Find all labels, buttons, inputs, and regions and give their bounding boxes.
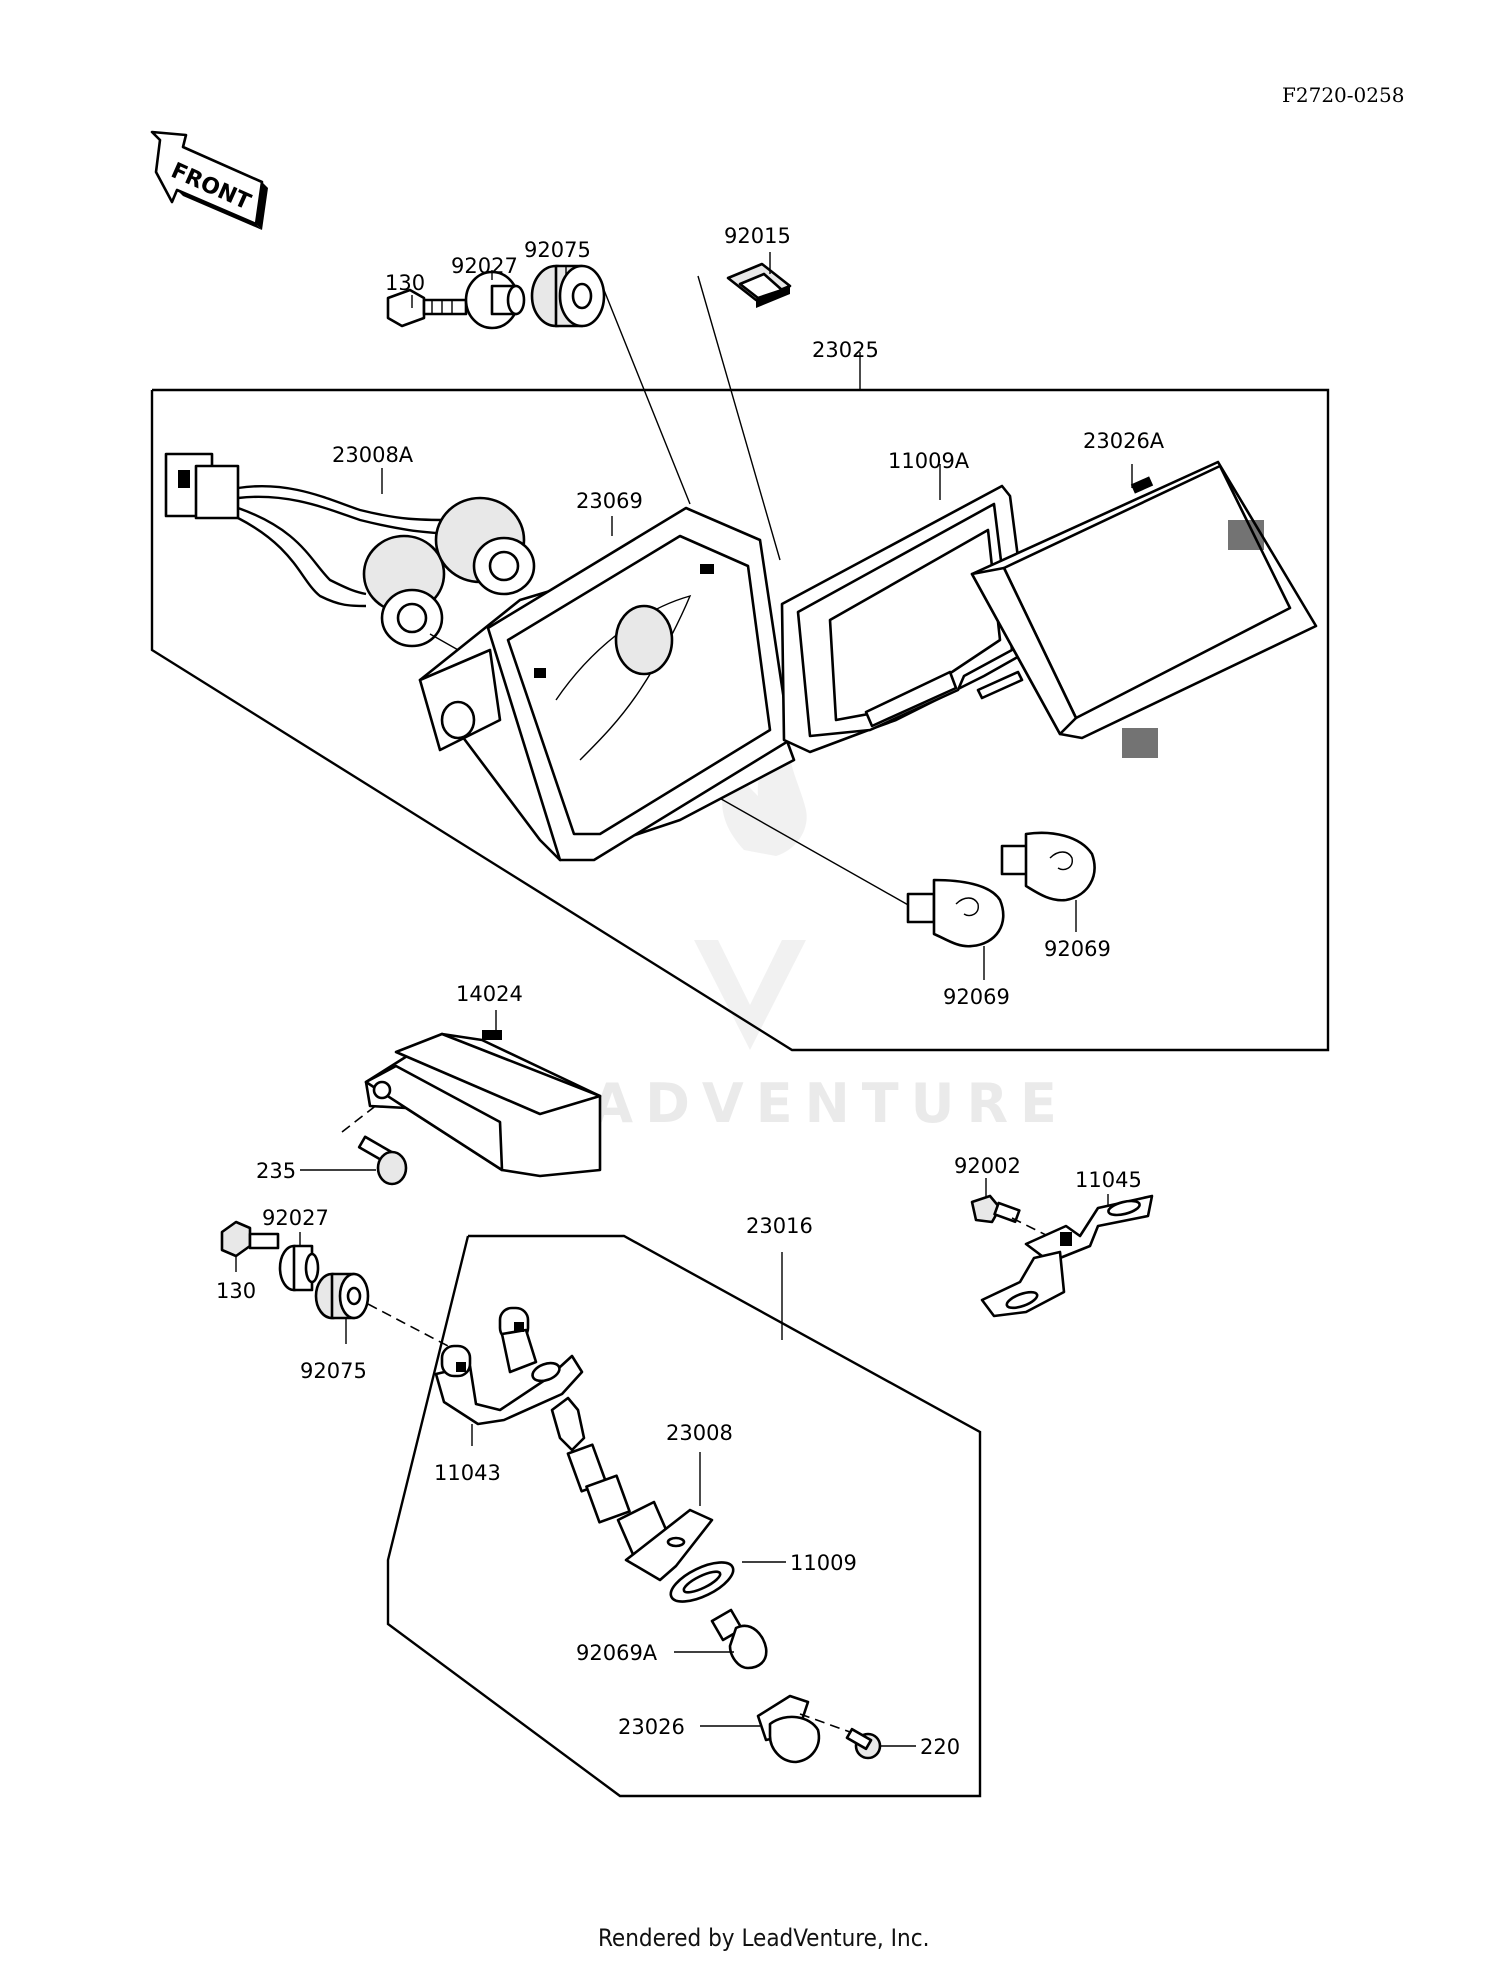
front-arrow-icon: FRONT: [150, 130, 268, 230]
gasket-11009: [669, 1561, 735, 1603]
assembly-23016-outline: [386, 1234, 982, 1798]
label-14024: 14024: [456, 982, 523, 1006]
lens-texture: [1122, 520, 1264, 758]
screw-220: [845, 1727, 882, 1760]
label-92069A: 92069A: [576, 1641, 658, 1665]
label-92069-left: 92069: [943, 985, 1010, 1009]
part-labels: 130 92027 92075 92015 23025 23008A 23069…: [216, 224, 1165, 1759]
label-92069-right: 92069: [1044, 937, 1111, 961]
grommet-92075-top: [530, 264, 606, 328]
footer-credit: Rendered by LeadVenture, Inc.: [598, 1924, 929, 1952]
label-92027-top: 92027: [451, 254, 518, 278]
bolt-92002: [970, 1194, 1021, 1224]
label-92075-top: 92075: [524, 238, 591, 262]
collar-92027-top: [464, 270, 526, 330]
label-92015: 92015: [724, 224, 791, 248]
screw-235: [357, 1135, 408, 1186]
bulb-92069A: [710, 1608, 768, 1670]
label-11009A: 11009A: [888, 449, 970, 473]
harness-23008A: [164, 452, 536, 648]
label-92027-bottom: 92027: [262, 1206, 329, 1230]
label-130-bottom: 130: [216, 1279, 256, 1303]
assembly-23025-outline: [150, 388, 1330, 1052]
label-23069: 23069: [576, 489, 643, 513]
diagram-code: F2720-0258: [1282, 83, 1404, 107]
housing-23069: [418, 506, 796, 862]
label-11045: 11045: [1075, 1168, 1142, 1192]
label-11009: 11009: [790, 1551, 857, 1575]
grommet-92075-bottom: [314, 1272, 370, 1320]
bolt-130-bottom: [220, 1220, 280, 1258]
label-23008: 23008: [666, 1421, 733, 1445]
label-130-top: 130: [385, 271, 425, 295]
bolt-130-top: [386, 288, 468, 328]
nut-clip-92015: [726, 262, 792, 308]
bracket-11045: [980, 1194, 1154, 1318]
label-23025: 23025: [812, 338, 879, 362]
gasket-11009A: [780, 484, 1032, 754]
label-92002: 92002: [954, 1154, 1021, 1178]
label-23026A: 23026A: [1083, 429, 1165, 453]
collar-92027-bottom: [278, 1244, 320, 1292]
label-23026: 23026: [618, 1715, 685, 1739]
label-23008A: 23008A: [332, 443, 414, 467]
label-23016: 23016: [746, 1214, 813, 1238]
lens-23026A: [970, 460, 1318, 758]
socket-23008: [550, 1396, 714, 1582]
cover-14024: [364, 1030, 602, 1178]
label-220: 220: [920, 1735, 960, 1759]
label-92075-bottom: 92075: [300, 1359, 367, 1383]
label-235: 235: [256, 1159, 296, 1183]
bulb-92069-right: [1000, 831, 1096, 902]
label-11043: 11043: [434, 1461, 501, 1485]
bracket-11043: [434, 1306, 584, 1426]
bulb-92069-left: [906, 878, 1005, 948]
lens-23026: [756, 1694, 821, 1764]
